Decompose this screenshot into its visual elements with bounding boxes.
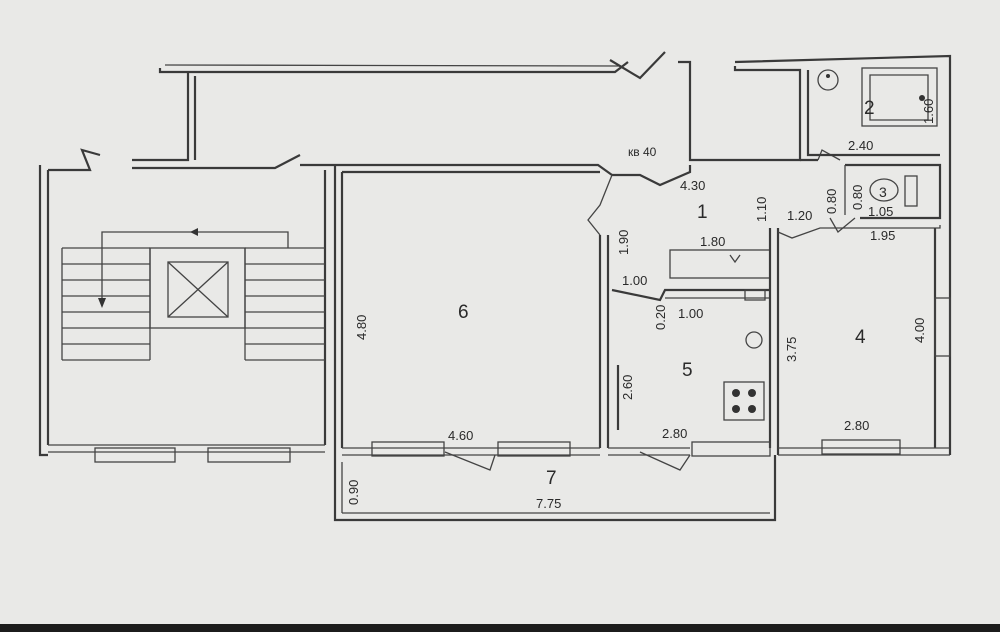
balcony-door-kitchen — [639, 451, 691, 471]
toilet-icon — [869, 178, 899, 202]
dim-kitchen-width: 2.80 — [662, 426, 687, 441]
room-number-5: 5 — [682, 360, 693, 381]
sink-bathroom-icon — [817, 69, 839, 91]
stair-direction-line — [101, 231, 289, 305]
room-number-7: 7 — [546, 468, 557, 489]
dim-room4-width: 2.80 — [844, 418, 869, 433]
window-room-6-left — [371, 441, 445, 457]
dim-room6-depth: 4.80 — [354, 315, 369, 340]
dim-closet-width: 1.80 — [700, 234, 725, 249]
dim-room6-width: 4.60 — [448, 428, 473, 443]
window-room-4-side — [934, 297, 951, 357]
stair-arrow-icon — [98, 298, 106, 308]
dim-hall-height: 1.90 — [616, 230, 631, 255]
dim-balcony-length: 7.75 — [536, 496, 561, 511]
room-6-walls — [335, 163, 613, 471]
dim-room4-inner-depth: 3.75 — [784, 337, 799, 362]
room-number-1: 1 — [697, 202, 708, 223]
apartment-label: кв 40 — [628, 145, 657, 159]
dim-kitchen-niche: 1.00 — [678, 306, 703, 321]
dim-wc-width: 1.05 — [868, 204, 893, 219]
bathtub — [861, 67, 938, 127]
balcony-door-room-6 — [444, 451, 496, 471]
stairwell — [38, 148, 337, 463]
window-room-6-right — [497, 441, 571, 457]
top-corridor-walls — [132, 51, 952, 455]
stairs-left — [61, 247, 151, 361]
room-number-6: 6 — [458, 302, 469, 323]
stair-arrow-top-icon — [190, 228, 198, 236]
window-room-4 — [821, 439, 901, 455]
room-number-2: 2 — [864, 98, 875, 119]
dim-kitchen-step: 0.20 — [653, 305, 668, 330]
dim-room4-depth: 4.00 — [912, 318, 927, 343]
room-number-4: 4 — [855, 327, 866, 348]
hall-walls — [587, 149, 841, 236]
elevator-shaft — [149, 247, 246, 329]
dim-wc-door-2: 0.80 — [850, 185, 865, 210]
window-kitchen — [691, 441, 771, 457]
stove — [723, 381, 765, 421]
dim-kitchen-depth: 2.60 — [620, 375, 635, 400]
sink-kitchen-icon — [745, 331, 763, 349]
dim-wc-door-1: 0.80 — [824, 189, 839, 214]
bathroom-walls — [806, 67, 942, 233]
bottom-edge-bar — [0, 624, 1000, 632]
dim-hall-passage: 1.20 — [787, 208, 812, 223]
dim-kitchen-door: 1.00 — [622, 273, 647, 288]
dim-balcony-depth: 0.90 — [346, 480, 361, 505]
built-in-closet — [669, 249, 771, 279]
balcony-walls — [333, 455, 777, 522]
room-number-3: 3 — [879, 184, 887, 200]
dim-room4-passage: 1.95 — [870, 228, 895, 243]
room-4-walls — [778, 228, 951, 456]
dim-hall-width: 4.30 — [680, 178, 705, 193]
stairs-right — [244, 247, 325, 361]
dim-hall-depth: 1.10 — [754, 197, 769, 222]
dim-bathtub-length: 1.60 — [921, 99, 936, 124]
kitchen-walls — [608, 225, 941, 471]
dim-bathroom-width: 2.40 — [848, 138, 873, 153]
